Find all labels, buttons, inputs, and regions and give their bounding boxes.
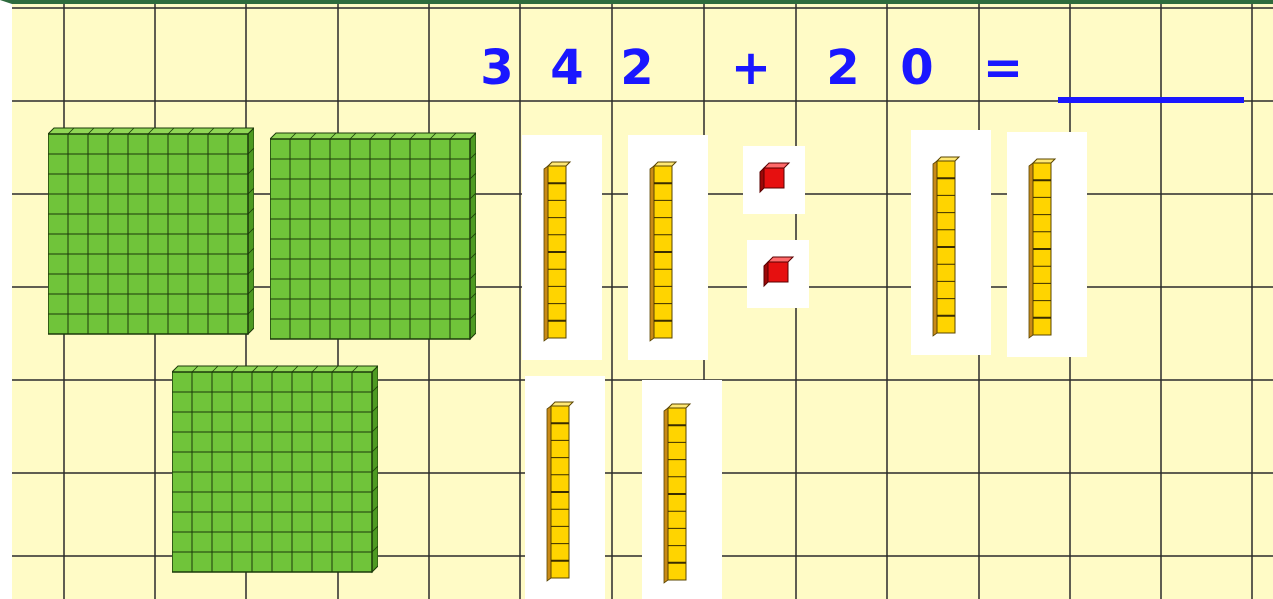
- hundred-block[interactable]: [48, 126, 254, 342]
- answer-blank[interactable]: [1058, 97, 1244, 103]
- ten-rod[interactable]: [1007, 132, 1087, 357]
- ten-rod[interactable]: [628, 135, 708, 360]
- one-cube[interactable]: [743, 146, 805, 214]
- equation-plus-sign: +: [728, 28, 774, 108]
- ten-rod[interactable]: [525, 376, 605, 599]
- ten-rod[interactable]: [642, 380, 722, 599]
- equation-digit-4: 2: [820, 28, 866, 108]
- equation-digit-2: 4: [544, 28, 590, 108]
- equation-digit-5: 0: [894, 28, 940, 108]
- ten-rod[interactable]: [911, 130, 991, 355]
- equation-digit-1: 3: [474, 28, 520, 108]
- equation-equals-sign: =: [980, 28, 1026, 108]
- ten-rod[interactable]: [522, 135, 602, 360]
- one-cube[interactable]: [747, 240, 809, 308]
- hundred-block[interactable]: [172, 364, 378, 580]
- equation-digit-3: 2: [614, 28, 660, 108]
- hundred-block[interactable]: [270, 131, 476, 347]
